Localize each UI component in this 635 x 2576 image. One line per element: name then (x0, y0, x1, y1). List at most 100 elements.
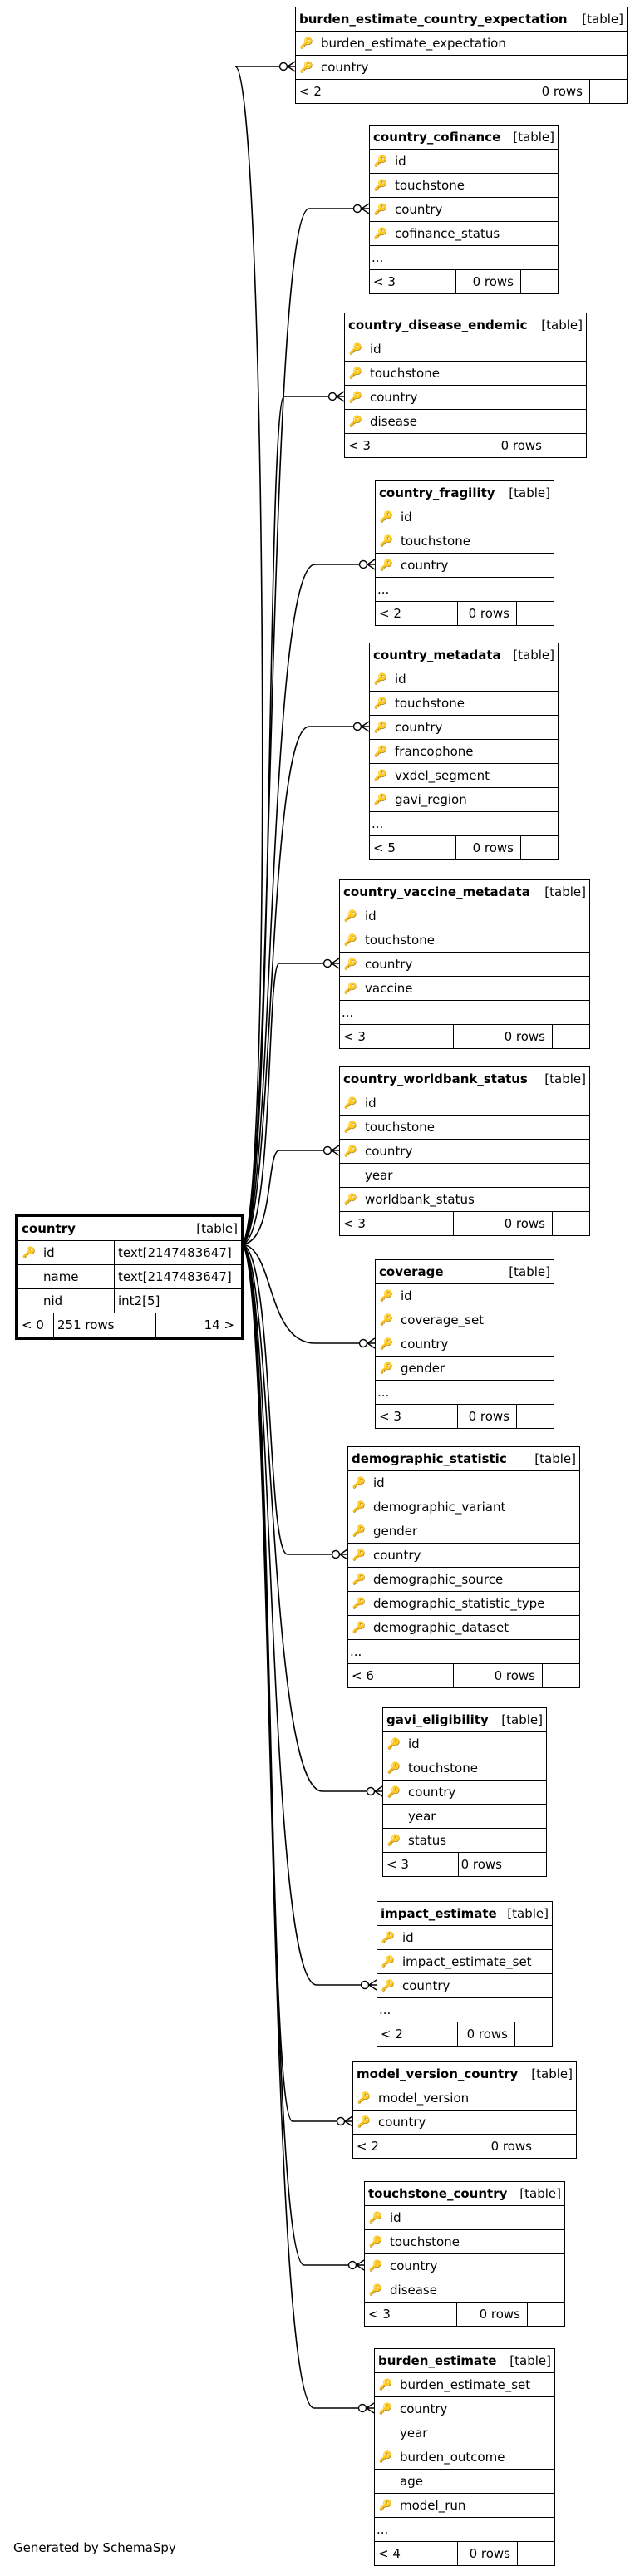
children-count[interactable] (549, 434, 586, 457)
table-country-vaccine-metadata[interactable]: country_vaccine_metadata[table]🔑id🔑touch… (339, 879, 590, 1049)
children-count[interactable] (539, 2135, 576, 2158)
relationship-edge (240, 396, 334, 1245)
parents-count[interactable]: < 3 (383, 1853, 459, 1876)
table-name[interactable]: country_metadata (373, 648, 501, 662)
foreign-key-icon: 🔑 (373, 227, 388, 240)
table-name[interactable]: demographic_statistic (352, 1451, 507, 1466)
table-country-fragility[interactable]: country_fragility[table]🔑id🔑touchstone🔑c… (375, 480, 554, 626)
parents-count[interactable]: < 0 (18, 1313, 54, 1337)
table-touchstone-country[interactable]: touchstone_country[table]🔑id🔑touchstone🔑… (364, 2181, 565, 2327)
children-count[interactable] (517, 1405, 554, 1428)
parents-count[interactable]: < 6 (348, 1664, 454, 1687)
column-row: 🔑country (383, 1781, 546, 1805)
children-count[interactable] (590, 80, 627, 103)
children-count[interactable] (553, 1212, 589, 1235)
parents-count[interactable]: < 5 (370, 836, 456, 859)
parents-count[interactable]: < 2 (377, 2022, 458, 2046)
column-row: 🔑country (340, 1140, 589, 1164)
parents-count[interactable]: < 3 (376, 1405, 458, 1428)
parents-count[interactable]: < 3 (340, 1212, 454, 1235)
column-row: 🔑id (376, 1284, 554, 1308)
children-count[interactable] (553, 1025, 589, 1048)
more-columns-row: ... (376, 1381, 554, 1405)
table-country-disease-endemic[interactable]: country_disease_endemic[table]🔑id🔑touchs… (344, 313, 587, 458)
table-name[interactable]: gavi_eligibility (386, 1712, 489, 1727)
many-marker (367, 559, 376, 570)
parents-count[interactable]: < 2 (353, 2135, 455, 2158)
row-count: 0 rows (458, 2542, 518, 2565)
table-name[interactable]: burden_estimate (378, 2353, 497, 2368)
table-burden-estimate-country-expectation[interactable]: burden_estimate_country_expectation [tabl… (295, 7, 628, 104)
table-name[interactable]: country (22, 1221, 76, 1236)
table-name[interactable]: country_worldbank_status (343, 1071, 528, 1086)
table-type: [table] (544, 1071, 586, 1086)
column-name: country (402, 1978, 450, 1993)
table-impact-estimate[interactable]: impact_estimate[table]🔑id🔑impact_estimat… (377, 1901, 553, 2047)
parents-count[interactable]: < 2 (376, 602, 458, 625)
table-name[interactable]: country_vaccine_metadata (343, 884, 530, 899)
table-name[interactable]: country_disease_endemic (348, 318, 528, 332)
optional-marker (360, 1980, 370, 1990)
table-name[interactable]: burden_estimate_country_expectation (299, 12, 568, 27)
foreign-key-icon: 🔑 (379, 1337, 394, 1351)
column-name: burden_estimate_set (400, 2377, 531, 2392)
foreign-key-icon: 🔑 (386, 1834, 401, 1847)
row-count: 0 rows (454, 1025, 553, 1048)
relationship-edge (240, 1244, 364, 2409)
table-header: gavi_eligibility[table] (383, 1708, 546, 1732)
column-name: vxdel_segment (395, 768, 490, 783)
table-model-version-country[interactable]: model_version_country[table]🔑model_versi… (352, 2061, 577, 2159)
children-count[interactable] (517, 602, 554, 625)
column-name: demographic_dataset (373, 1620, 509, 1635)
parents-count[interactable]: < 3 (370, 270, 456, 293)
foreign-key-icon: 🔑 (379, 1313, 394, 1327)
table-country-cofinance[interactable]: country_cofinance[table]🔑id🔑touchstone🔑c… (369, 125, 559, 294)
table-burden-estimate[interactable]: burden_estimate[table]🔑burden_estimate_s… (374, 2348, 555, 2566)
children-count[interactable] (521, 836, 558, 859)
table-demographic-statistic[interactable]: demographic_statistic[table]🔑id🔑demograp… (347, 1446, 580, 1688)
many-marker (331, 1145, 340, 1156)
table-country-metadata[interactable]: country_metadata[table]🔑id🔑touchstone🔑co… (369, 643, 559, 860)
table-header: country_fragility[table] (376, 481, 554, 505)
children-count[interactable] (543, 1664, 579, 1687)
table-name[interactable]: country_cofinance (373, 130, 501, 145)
more-columns-row: ... (348, 1640, 579, 1664)
column-name: burden_outcome (400, 2450, 505, 2465)
parents-count[interactable]: < 4 (375, 2542, 458, 2565)
children-count[interactable] (518, 2542, 554, 2565)
table-type: [table] (582, 12, 623, 27)
table-name[interactable]: model_version_country (357, 2066, 519, 2081)
table-type: [table] (531, 2066, 573, 2081)
table-gavi-eligibility[interactable]: gavi_eligibility[table]🔑id🔑touchstone🔑co… (382, 1707, 547, 1877)
optional-marker (358, 1338, 368, 1348)
parents-count[interactable]: < 3 (365, 2303, 457, 2326)
children-count[interactable] (528, 2303, 564, 2326)
column-name: disease (390, 2283, 437, 2298)
foreign-key-icon: 🔑 (379, 559, 394, 572)
table-country-worldbank-status[interactable]: country_worldbank_status[table]🔑id🔑touch… (339, 1066, 590, 1236)
children-count[interactable] (515, 2022, 552, 2046)
column-row: 🔑country (353, 2111, 576, 2135)
children-count[interactable] (509, 1853, 546, 1876)
children-count[interactable] (521, 270, 558, 293)
many-marker (368, 1979, 377, 1991)
column-name: demographic_variant (373, 1500, 506, 1515)
parents-count[interactable]: < 2 (296, 80, 445, 103)
foreign-key-icon: 🔑 (352, 1500, 367, 1514)
table-country[interactable]: country [table] 🔑 id text[2147483647] na… (15, 1214, 244, 1340)
foreign-key-icon: 🔑 (378, 2450, 393, 2464)
column-name: id (395, 672, 406, 687)
children-count[interactable]: 14 > (204, 1318, 234, 1332)
foreign-key-icon: 🔑 (373, 721, 388, 734)
table-name[interactable]: impact_estimate (381, 1906, 497, 1921)
column-name: country (365, 1144, 413, 1159)
column-datatype: text[2147483647] (118, 1245, 232, 1260)
table-name[interactable]: touchstone_country (368, 2186, 508, 2201)
table-name[interactable]: coverage (379, 1264, 444, 1279)
parents-count[interactable]: < 3 (345, 434, 455, 457)
table-name[interactable]: country_fragility (379, 485, 495, 500)
table-coverage[interactable]: coverage[table]🔑id🔑coverage_set🔑country🔑… (375, 1259, 554, 1429)
parents-count[interactable]: < 3 (340, 1025, 454, 1048)
primary-key-icon: 🔑 (368, 2211, 383, 2224)
